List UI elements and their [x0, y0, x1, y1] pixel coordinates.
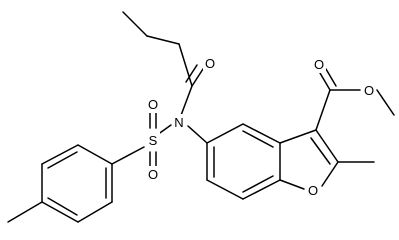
- bond: [242, 175, 274, 193]
- structure-canvas: O N S O O O O O: [7, 11, 395, 223]
- amide-nitrogen-label: N: [174, 115, 183, 130]
- bond: [178, 43, 193, 87]
- bond: [242, 179, 281, 200]
- bond: [319, 72, 331, 91]
- sulfonyl-upper-oxygen-label: O: [148, 97, 158, 112]
- furan-oxygen-label: O: [308, 183, 318, 198]
- bond: [279, 129, 317, 144]
- bond: [146, 35, 180, 45]
- bond: [77, 201, 113, 223]
- bond: [41, 201, 79, 223]
- bond: [47, 197, 78, 216]
- bond: [47, 151, 78, 169]
- bond: [41, 144, 79, 165]
- bond: [179, 85, 193, 119]
- sulfonyl-lower-oxygen-label: O: [148, 167, 158, 182]
- bond: [279, 179, 305, 190]
- bond: [325, 68, 337, 87]
- bond: [315, 89, 331, 131]
- bond: [111, 146, 145, 165]
- bond: [376, 89, 395, 116]
- amide-carbonyl-oxygen-label: O: [205, 56, 215, 71]
- bond: [191, 68, 204, 87]
- sulfonyl-sulfur-label: S: [149, 133, 158, 148]
- bond: [77, 144, 113, 165]
- bond: [187, 125, 208, 144]
- bond: [185, 64, 198, 83]
- bond: [206, 179, 244, 200]
- bond: [321, 161, 339, 187]
- ester-ether-oxygen-label: O: [364, 83, 374, 98]
- atom-labels: O N S O O O O O: [146, 55, 376, 199]
- bond: [310, 137, 331, 165]
- ester-carbonyl-oxygen-label: O: [314, 57, 324, 72]
- chemical-structure: O N S O O O O O: [7, 11, 395, 223]
- bond: [122, 11, 148, 37]
- bond: [242, 130, 274, 148]
- bonds: [7, 11, 395, 223]
- bond: [242, 123, 281, 144]
- bond: [206, 123, 244, 144]
- bond: [7, 201, 43, 223]
- bond: [315, 129, 339, 163]
